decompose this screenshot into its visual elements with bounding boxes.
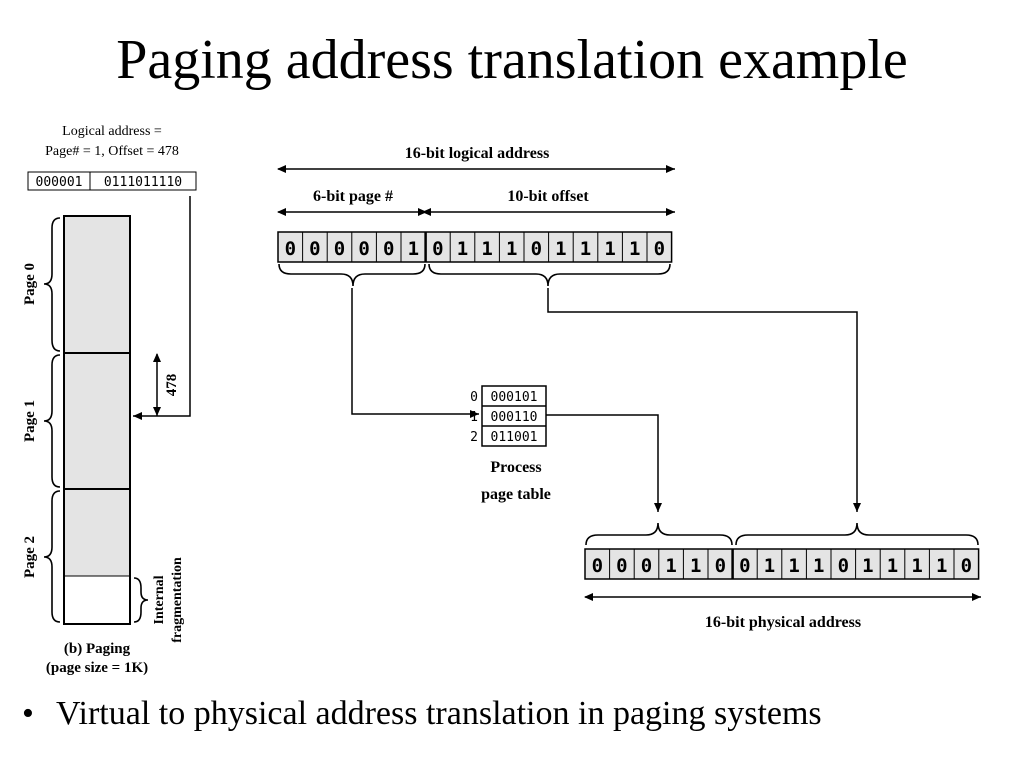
- offset-copy-arrow: [547, 288, 861, 512]
- bit-value: 0: [383, 238, 394, 260]
- bullet-point: • Virtual to physical address translation…: [22, 694, 822, 735]
- page-table-label-line1: Process: [490, 459, 541, 476]
- logical-address-label-line1: Logical address =: [62, 124, 162, 139]
- page-1-label: Page 1: [22, 400, 38, 442]
- bit-value: 1: [862, 555, 873, 577]
- bit-value: 1: [887, 555, 898, 577]
- bit-value: 1: [813, 555, 824, 577]
- paging-caption-line2: (page size = 1K): [46, 660, 148, 676]
- bit-value: 1: [936, 555, 947, 577]
- small-logical-address: 000001 0111011110: [27, 171, 197, 191]
- frame-number-arrow: [546, 414, 662, 512]
- bullet-text: Virtual to physical address translation …: [56, 695, 822, 732]
- bit-value: 1: [629, 238, 640, 260]
- bit-value: 0: [309, 238, 320, 260]
- bit-value: 1: [457, 238, 468, 260]
- bit-value: 0: [641, 555, 652, 577]
- page-number-to-table-arrow: [351, 288, 479, 418]
- page-table-frame: 000110: [491, 410, 538, 425]
- bit-value: 0: [334, 238, 345, 260]
- logical-address-braces: [278, 263, 671, 287]
- offset-field-label: 10-bit offset: [507, 188, 589, 205]
- bit-value: 0: [961, 555, 972, 577]
- page-table-index: 0: [470, 390, 478, 405]
- page-table-index: 1: [470, 410, 478, 425]
- bit-value: 0: [616, 555, 627, 577]
- bit-value: 0: [531, 238, 542, 260]
- bit-value: 1: [408, 238, 419, 260]
- bit-value: 0: [654, 238, 665, 260]
- bit-value: 1: [580, 238, 591, 260]
- bit-value: 1: [604, 238, 615, 260]
- page-braces: [43, 217, 61, 623]
- internal-fragmentation-label-line2: fragmentation: [170, 557, 185, 643]
- bit-value: 1: [665, 555, 676, 577]
- slide-title: Paging address translation example: [116, 29, 908, 91]
- bit-value: 1: [555, 238, 566, 260]
- logical-address-label-line2: Page# = 1, Offset = 478: [45, 144, 179, 159]
- bullet-dot: •: [22, 695, 34, 732]
- bit-value: 1: [788, 555, 799, 577]
- offset-pointer-arrow: [133, 196, 191, 420]
- page-number-field-label: 6-bit page #: [313, 188, 393, 205]
- page-2-label: Page 2: [22, 536, 38, 578]
- page-0-label: Page 0: [22, 263, 38, 305]
- bit-value: 0: [358, 238, 369, 260]
- internal-fragmentation-brace: [133, 577, 149, 623]
- bit-value: 1: [764, 555, 775, 577]
- page-table-label-line2: page table: [481, 486, 551, 503]
- small-address-page-bits: 000001: [36, 175, 83, 190]
- page-table: 0 000101 1 000110 2 011001: [470, 385, 547, 447]
- physical-address-braces: [585, 522, 979, 546]
- bit-value: 1: [506, 238, 517, 260]
- memory-pages: [63, 215, 131, 625]
- page-table-frame: 011001: [491, 430, 538, 445]
- paging-caption-line1: (b) Paging: [64, 641, 131, 657]
- bit-value: 0: [285, 238, 296, 260]
- page-table-frame: 000101: [491, 390, 538, 405]
- bit-value: 1: [481, 238, 492, 260]
- bit-value: 1: [911, 555, 922, 577]
- physical-address-width-label: 16-bit physical address: [705, 614, 861, 631]
- bit-value: 0: [838, 555, 849, 577]
- small-address-offset-bits: 0111011110: [104, 175, 182, 190]
- bit-value: 1: [690, 555, 701, 577]
- bit-value: 0: [432, 238, 443, 260]
- page-table-index: 2: [470, 430, 478, 445]
- internal-fragmentation-label-line1: Internal: [152, 575, 167, 624]
- bit-value: 0: [715, 555, 726, 577]
- bit-value: 0: [592, 555, 603, 577]
- bit-value: 0: [739, 555, 750, 577]
- offset-value-label: 478: [164, 374, 180, 397]
- logical-address-width-label: 16-bit logical address: [405, 145, 550, 162]
